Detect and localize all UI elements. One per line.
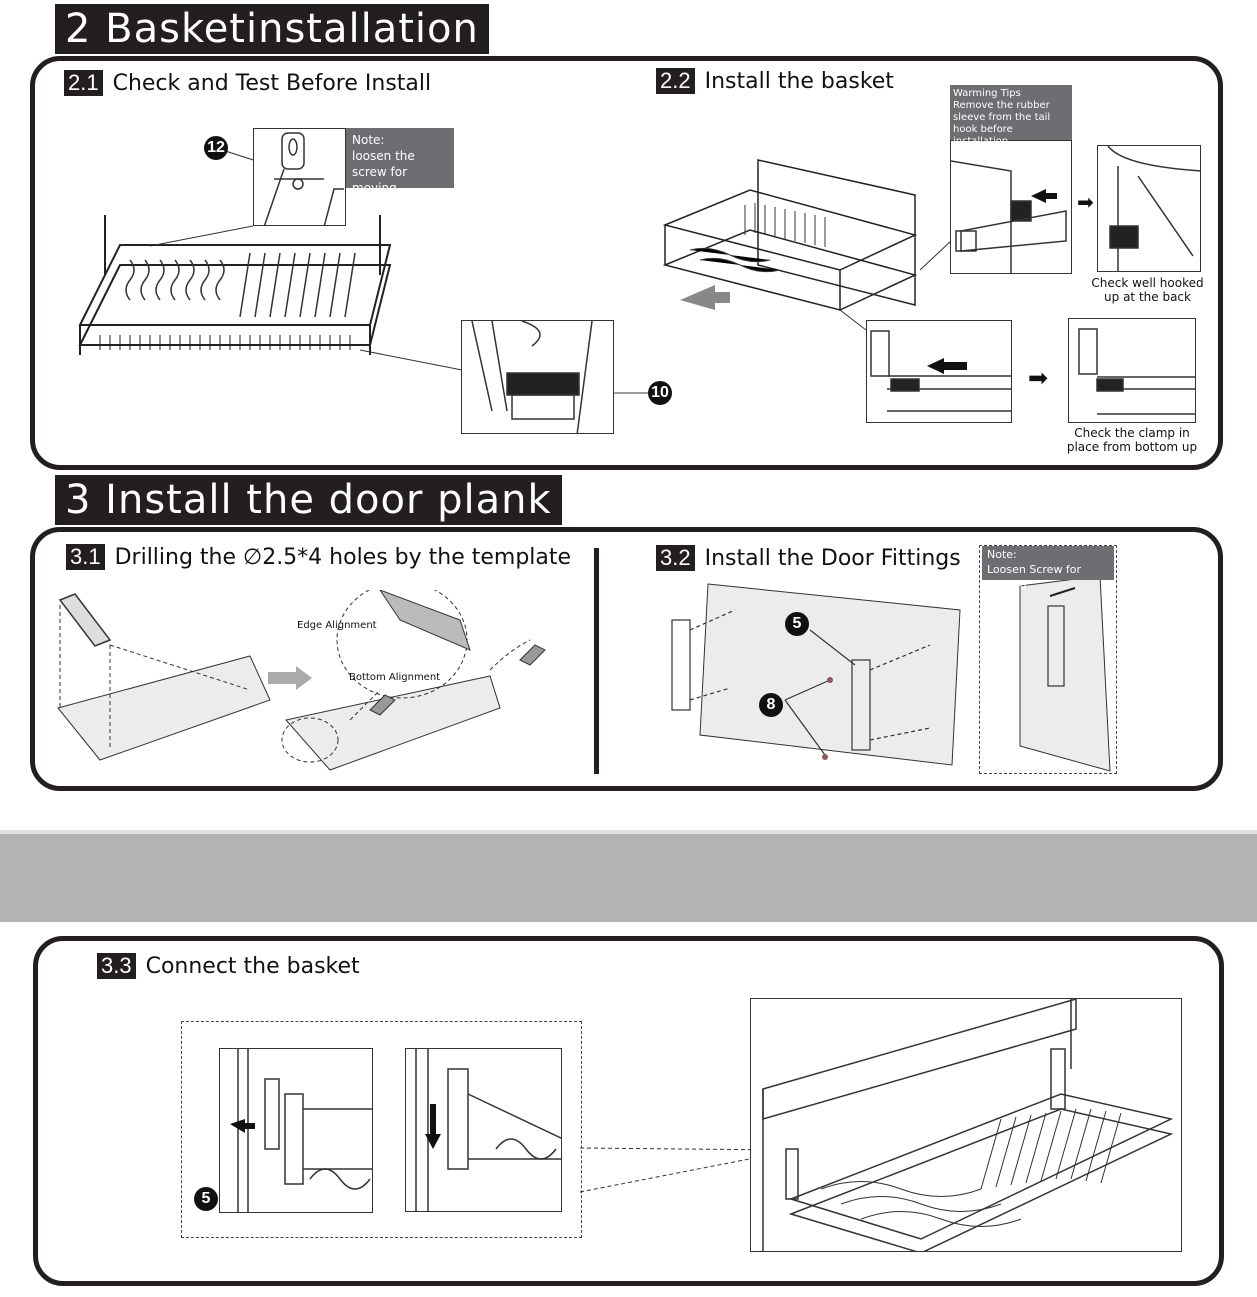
page-separator-band	[0, 830, 1257, 922]
note-loosen-moving: Note: Loosen Screw for Moving	[982, 546, 1114, 591]
caption-check-hooked: Check well hooked up at the back	[1091, 276, 1204, 304]
warning-tips: Warming Tips Remove the rubber sleeve fr…	[950, 85, 1072, 147]
caption-check-clamp: Check the clamp in place from bottom up	[1066, 426, 1198, 454]
basket-install-illustration	[662, 159, 918, 311]
warning-body: Remove the rubber sleeve from the tail h…	[953, 100, 1051, 147]
badge-12: 12	[204, 136, 228, 160]
section-2-panel	[30, 56, 1223, 470]
connected-basket-drawing	[762, 999, 1174, 1251]
step-3-1-heading: 3.1 Drilling the ∅2.5*4 holes by the tem…	[66, 544, 571, 570]
bottom-alignment-label: Bottom Alignment	[349, 672, 441, 683]
step-label: Install the Door Fittings	[704, 545, 961, 571]
note-head: Note:	[987, 548, 1017, 561]
step-label: Connect the basket	[145, 953, 360, 979]
edge-alignment-label: Edge Alignment	[297, 620, 377, 631]
clamp-detail-drawing	[471, 321, 593, 433]
note-box-moving	[979, 545, 1117, 774]
detail-box-hooked	[1097, 145, 1201, 272]
note-loosen-screw: Note: loosen the screw for moving	[346, 128, 454, 195]
door-fittings-illustration	[671, 583, 961, 766]
note-body: Loosen Screw for Moving	[987, 563, 1082, 591]
clamp-bottom-drawing	[870, 330, 1011, 412]
step-3-3-heading: 3.3 Connect the basket	[97, 953, 360, 979]
drilling-template-illustration	[57, 590, 546, 771]
step-number: 3.2	[656, 545, 695, 571]
step-number: 2.2	[656, 68, 695, 94]
note-head: Note:	[352, 133, 385, 147]
detail-box-clamp-bottom	[866, 320, 1012, 423]
step-3-2-heading: 3.2 Install the Door Fittings	[656, 545, 961, 571]
arrow-right-icon-2: ➡	[1028, 364, 1049, 392]
warning-head: Warming Tips	[953, 88, 1021, 99]
arrow-right-icon: ➡	[1077, 190, 1094, 214]
step-number: 3.1	[66, 544, 105, 570]
badge-5-connect: 5	[194, 1187, 218, 1211]
section-3-title: 3 Install the door plank	[55, 475, 562, 525]
section-divider	[594, 548, 599, 774]
detail-box-connected-basket	[750, 998, 1182, 1252]
detail-box-clamp	[461, 320, 614, 434]
badge-8: 8	[759, 693, 783, 717]
detail-box-press-down	[405, 1048, 562, 1212]
tail-hook-drawing	[951, 160, 1067, 273]
step-number: 2.1	[64, 70, 103, 96]
step-2-2-heading: 2.2 Install the basket	[656, 68, 894, 94]
detail-box-screw	[253, 128, 346, 226]
detail-box-fitting	[219, 1048, 373, 1213]
badge-10: 10	[648, 381, 672, 405]
section-3-panel	[30, 527, 1223, 791]
step-label: Check and Test Before Install	[112, 70, 432, 96]
press-down-drawing	[415, 1049, 561, 1211]
clamp-check-drawing	[1078, 328, 1195, 415]
note-body: loosen the screw for moving	[352, 149, 415, 195]
detail-box-tail-hook	[950, 140, 1072, 274]
fitting-drawing	[230, 1049, 372, 1212]
section-3-3-panel	[33, 936, 1224, 1286]
badge-5: 5	[785, 612, 809, 636]
detail-box-clamp-check	[1068, 318, 1196, 423]
connect-detail-frame	[181, 1021, 582, 1238]
step-label: Drilling the ∅2.5*4 holes by the templat…	[114, 544, 572, 570]
section-2-title: 2 Basketinstallation	[55, 4, 489, 54]
step-number: 3.3	[97, 953, 136, 979]
hooked-drawing	[1107, 146, 1200, 271]
basket-illustration	[78, 215, 392, 355]
screw-detail-drawing	[263, 132, 344, 225]
step-label: Install the basket	[704, 68, 894, 94]
step-2-1-heading: 2.1 Check and Test Before Install	[64, 70, 431, 96]
